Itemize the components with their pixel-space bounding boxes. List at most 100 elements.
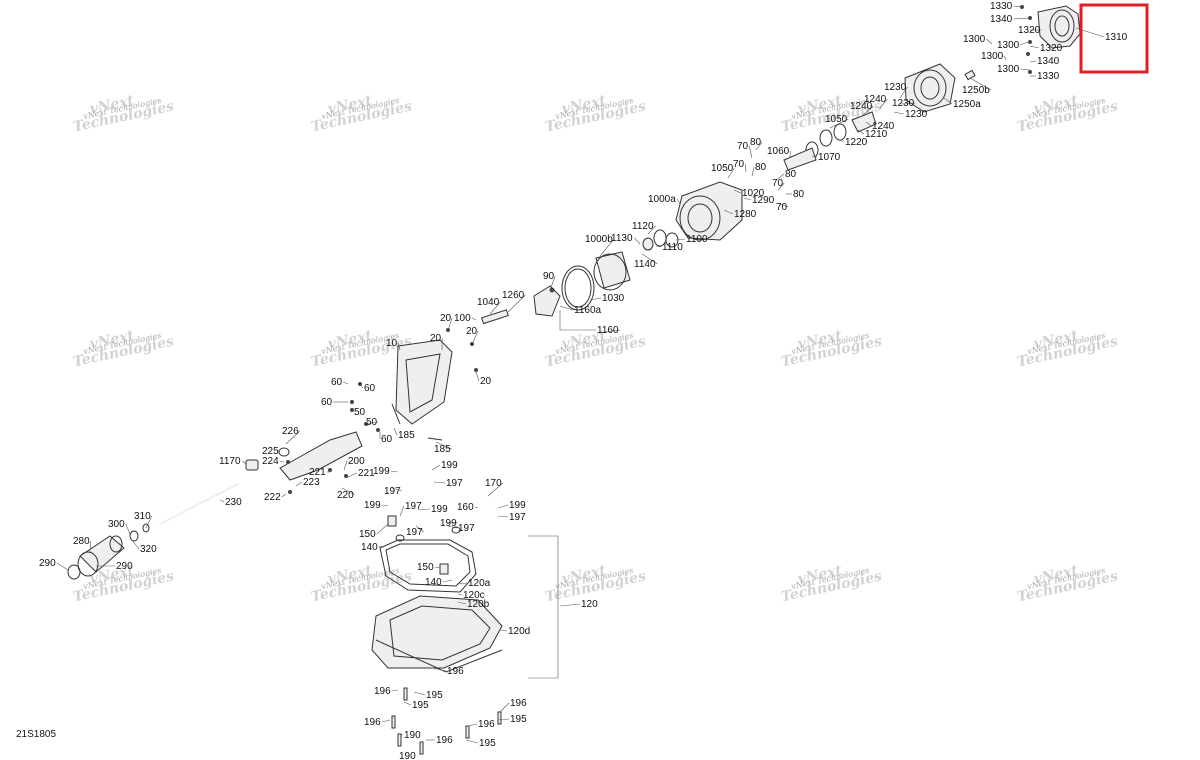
callout-60: 60 [359, 383, 376, 394]
callout-label: 60 [364, 383, 376, 394]
callout-label: 310 [134, 511, 151, 522]
callout-label: 190 [404, 730, 421, 741]
leader-line [465, 739, 479, 744]
callout-1210: 1210 [857, 129, 888, 140]
callout-60: 60 [331, 377, 349, 388]
leader-line [647, 225, 656, 235]
leader-line [376, 523, 389, 535]
leader-line [499, 702, 510, 713]
callout-label: 197 [509, 512, 526, 523]
callout-label: 200 [348, 456, 365, 467]
leader-line [986, 38, 993, 45]
callout-label: 196 [364, 717, 381, 728]
callout-70: 70 [733, 159, 747, 173]
callout-label: 1290 [752, 195, 775, 206]
callout-1340: 1340 [1029, 56, 1060, 67]
callout-1310: 1310 [1075, 27, 1128, 43]
callout-223: 223 [295, 477, 320, 488]
callout-1140: 1140 [634, 253, 658, 270]
callout-196: 196 [467, 719, 495, 730]
leader-line [475, 371, 480, 382]
callout-310: 310 [134, 511, 153, 529]
callout-label: 221 [309, 467, 326, 478]
leader-line [507, 294, 526, 313]
callout-1030: 1030 [589, 293, 625, 304]
callout-label: 221 [358, 468, 375, 479]
leader-line [1020, 68, 1031, 71]
callout-1120: 1120 [632, 221, 656, 235]
callout-label: 1300 [997, 40, 1020, 51]
leader-line [899, 86, 908, 99]
callout-label: 120d [508, 626, 530, 637]
leader-line [641, 253, 658, 265]
callout-label: 60 [381, 434, 393, 445]
callout-196: 196 [431, 666, 464, 677]
callout-label: 1070 [818, 152, 841, 163]
leader-line [775, 173, 785, 181]
callout-label: 20 [466, 326, 478, 337]
callout-1280: 1280 [723, 209, 757, 220]
callout-1300: 1300 [997, 64, 1031, 75]
leader-line [471, 317, 477, 321]
callout-1130: 1130 [611, 233, 641, 245]
callout-label: 1170 [219, 456, 241, 467]
callout-label: 20 [430, 333, 442, 344]
callout-196: 196 [499, 698, 527, 713]
callout-195: 195 [403, 700, 429, 711]
callout-1000a: 1000a [648, 194, 681, 205]
callout-80: 80 [750, 137, 763, 151]
callout-1000b: 1000b [585, 234, 615, 257]
callout-label: 150 [417, 562, 434, 573]
callout-label: 199 [440, 518, 457, 529]
leader-line [589, 297, 602, 301]
leader-line [447, 317, 453, 331]
leader-line [723, 209, 734, 215]
callout-label: 199 [431, 504, 448, 515]
callout-1230: 1230 [893, 109, 928, 120]
callout-1300: 1300 [997, 40, 1029, 51]
part-drawings [67, 5, 1081, 755]
leader-line [365, 421, 379, 425]
callout-label: 195 [510, 714, 527, 725]
bracket-1160 [559, 310, 596, 331]
callout-1110: 1110 [655, 242, 683, 253]
leader-line [131, 539, 140, 550]
leader-line [727, 167, 735, 179]
leader-line [1029, 60, 1037, 63]
callout-label: 223 [303, 477, 320, 488]
callout-199: 199 [364, 500, 389, 511]
callout-1170: 1170 [219, 456, 247, 467]
callout-185: 185 [393, 427, 415, 441]
callout-label: 195 [412, 700, 429, 711]
callout-1230: 1230 [884, 82, 908, 99]
leader-line [733, 189, 742, 194]
callout-20: 20 [440, 313, 453, 331]
callout-1300: 1300 [981, 51, 1007, 62]
callout-label: 60 [331, 377, 343, 388]
callout-1160a: 1160a [559, 305, 602, 316]
callout-221: 221 [309, 467, 330, 478]
callout-196: 196 [364, 717, 391, 728]
callout-1160: 1160 [596, 325, 621, 336]
callout-190: 190 [399, 751, 416, 760]
leader-line [89, 540, 92, 553]
leader-line [413, 691, 426, 696]
leader-line [596, 329, 621, 334]
leader-line [497, 504, 509, 509]
leader-line [279, 460, 285, 463]
callout-1220: 1220 [839, 137, 868, 148]
leader-line [474, 506, 479, 509]
leader-line [857, 129, 865, 135]
callout-label: 80 [785, 169, 797, 180]
leader-line [445, 521, 458, 524]
part-10-bracket [350, 339, 453, 441]
callout-label: 140 [425, 577, 442, 588]
callout-label: 140 [361, 542, 378, 553]
callout-225: 225 [262, 446, 279, 457]
callout-199: 199 [431, 460, 458, 471]
callout-label: 197 [405, 501, 422, 512]
